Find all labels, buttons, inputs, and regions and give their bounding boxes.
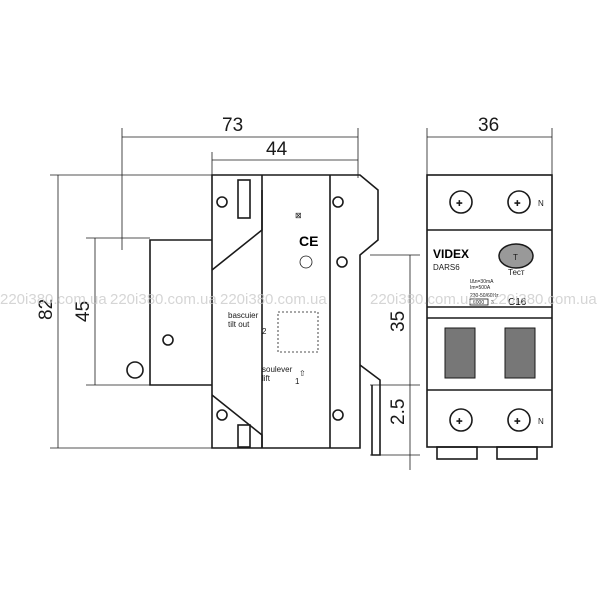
toggle-lever-right[interactable]	[504, 327, 536, 379]
screw-icon: ✚	[514, 199, 521, 208]
dimension-lines	[50, 128, 553, 470]
dim-front-height: 45	[73, 301, 94, 322]
dim-body-depth: 44	[266, 139, 288, 160]
terminal-n-bottom: N	[538, 417, 544, 426]
test-label: Тест	[508, 268, 525, 277]
screw-icon: ✚	[456, 199, 463, 208]
test-button-label: T	[513, 253, 518, 262]
test-button[interactable]	[498, 243, 534, 269]
dim-window-height: 35	[388, 311, 409, 332]
residual-current-label: IΔn=30mA	[470, 279, 494, 285]
rating-label: C16	[508, 297, 527, 308]
svg-text:220i380.com.ua: 220i380.com.ua	[220, 291, 327, 308]
svg-text:220i380.com.ua: 220i380.com.ua	[370, 291, 477, 308]
breaking-capacity-label: 6000	[473, 300, 484, 306]
dim-rail-offset: 2.5	[388, 399, 409, 425]
recycle-bin-icon: ⊠	[295, 211, 302, 220]
im-label: Im=500A	[470, 285, 491, 291]
terminal-n-top: N	[538, 199, 544, 208]
screw-icon: ✚	[456, 417, 463, 426]
dim-overall-height: 82	[36, 299, 57, 320]
lift-label-fr: soulever	[262, 365, 293, 374]
din-clip	[496, 446, 538, 460]
lift-label-en: lift	[262, 374, 271, 383]
front-view: ✚ ✚ ✚ ✚ N N VIDEX DARS6 T Тест IΔn=30mA …	[426, 174, 553, 460]
tilt-label-en: tilt out	[228, 320, 250, 329]
toggle-lever-left[interactable]	[444, 327, 476, 379]
dim-overall-depth: 73	[222, 115, 243, 136]
watermark: 220i380.com.ua 220i380.com.ua 220i380.co…	[0, 291, 597, 308]
step-1-label: 1	[295, 377, 300, 386]
class-label: 3	[491, 300, 494, 306]
ce-mark-icon: CE	[299, 233, 318, 249]
model-label: DARS6	[433, 263, 460, 272]
svg-text:220i380.com.ua: 220i380.com.ua	[0, 291, 107, 308]
tilt-label-fr: bascuier	[228, 311, 259, 320]
certification-icon	[299, 255, 313, 269]
dim-width: 36	[478, 115, 499, 136]
tilt-diagram-icon	[277, 311, 319, 353]
voltage-label: 230-50/60Hz	[470, 293, 499, 299]
step-2-label: 2	[262, 327, 267, 336]
lift-arrow-icon: ⇧	[299, 369, 306, 378]
screw-icon: ✚	[514, 417, 521, 426]
side-view: ⊠ CE bascuier tilt out 2 soulever lift 1…	[126, 174, 381, 456]
brand-logo: VIDEX	[433, 247, 469, 261]
din-clip	[436, 446, 478, 460]
svg-text:220i380.com.ua: 220i380.com.ua	[490, 291, 597, 308]
svg-text:220i380.com.ua: 220i380.com.ua	[110, 291, 217, 308]
